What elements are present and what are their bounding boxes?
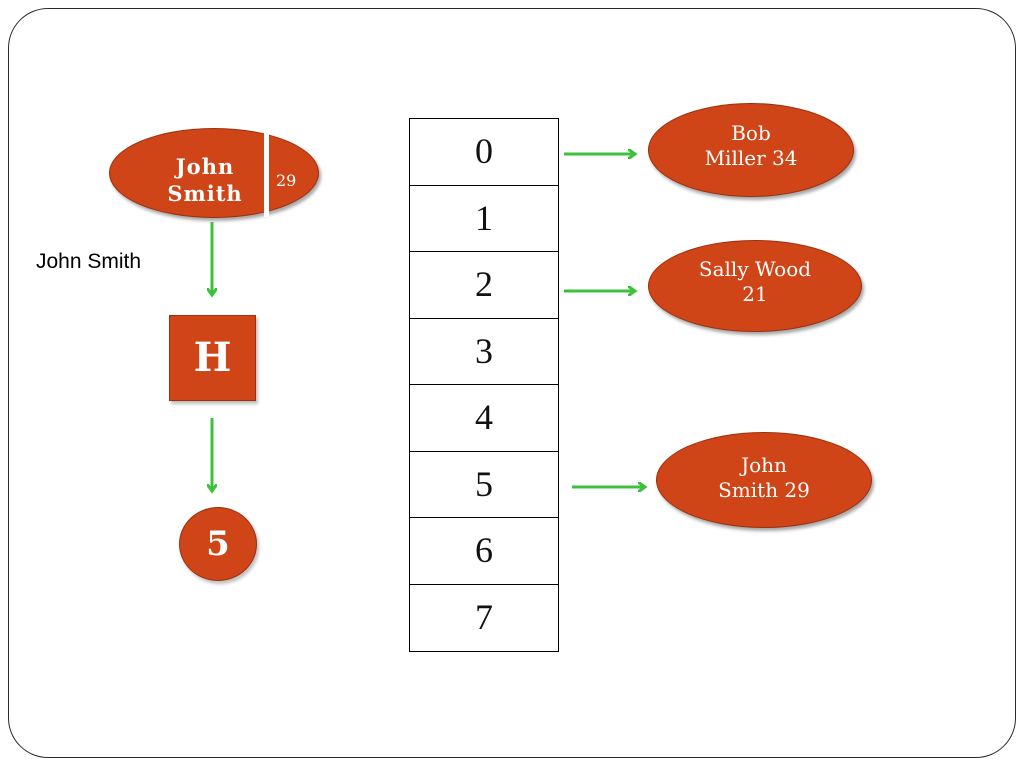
entry-oval-john-smith: John Smith 29 xyxy=(656,432,872,528)
table-cell: 7 xyxy=(475,596,493,637)
hash-function-box: H xyxy=(169,315,256,401)
key-record-divider xyxy=(264,129,269,217)
key-record-name-last: Smith xyxy=(167,181,243,206)
table-cell: 2 xyxy=(410,252,558,319)
entry-line1: John xyxy=(741,453,787,477)
table-cell: 4 xyxy=(410,385,558,452)
entry-line2: 21 xyxy=(742,282,768,306)
entry-line2: Miller 34 xyxy=(704,146,798,170)
entry-oval-sally-wood: Sally Wood 21 xyxy=(648,240,862,332)
entry-line2: Smith 29 xyxy=(718,478,810,502)
table-cell: 6 xyxy=(410,518,558,585)
entry-oval-bob-miller: Bob Miller 34 xyxy=(648,103,854,197)
table-cell: 5 xyxy=(410,452,558,518)
entry-line1: Sally Wood xyxy=(698,257,812,281)
entry-line1: Bob xyxy=(731,121,771,145)
table-cell: 1 xyxy=(410,186,558,252)
table-cell: 3 xyxy=(410,319,558,385)
hash-table: 0 1 2 3 4 5 6 7 xyxy=(409,118,559,652)
key-record-oval: John Smith 29 xyxy=(109,128,319,218)
key-record-name-first: John xyxy=(175,154,235,179)
key-label: John Smith xyxy=(36,250,142,273)
key-record-age: 29 xyxy=(276,171,297,190)
table-cell: 0 xyxy=(410,119,558,186)
key-record-name: John Smith xyxy=(140,153,270,207)
hash-result-circle: 5 xyxy=(179,507,257,581)
